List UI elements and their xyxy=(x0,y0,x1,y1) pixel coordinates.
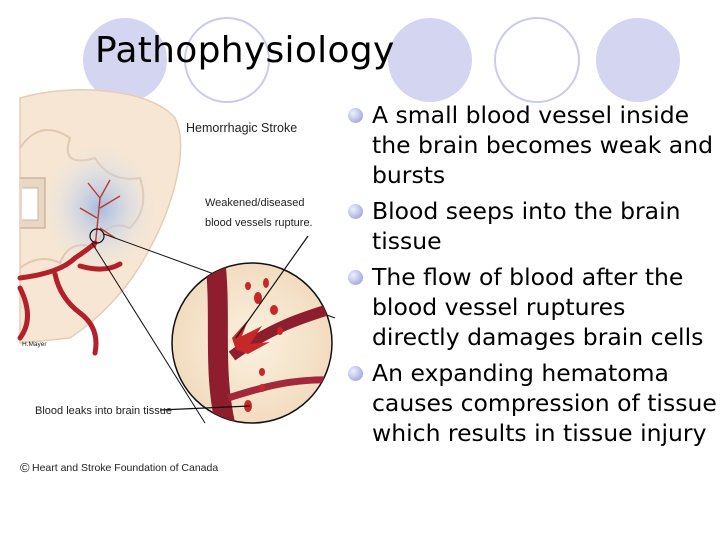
cerebral-artery xyxy=(17,240,123,356)
deco-circle xyxy=(83,18,167,102)
figure-artist-credit: H.Mayer xyxy=(22,341,47,348)
brain-cross-section xyxy=(17,89,182,356)
bullet-item: The flow of blood after the blood vessel… xyxy=(346,262,720,352)
bullet-text: The flow of blood after the blood vessel… xyxy=(372,263,704,351)
bullet-item: An expanding hematoma causes compression… xyxy=(346,358,720,448)
deco-circle xyxy=(388,18,472,102)
rupture-burst xyxy=(232,320,270,354)
bullet-list: A small blood vessel inside the brain be… xyxy=(346,100,720,454)
figure-label-weakened-line1: Weakened/diseased xyxy=(205,197,304,209)
bullet-icon xyxy=(348,270,363,285)
blood-droplets xyxy=(244,278,283,412)
rupture-marker xyxy=(89,228,105,244)
bullet-item: A small blood vessel inside the brain be… xyxy=(346,100,720,190)
figure-label-weakened-line2: blood vessels rupture. xyxy=(205,217,313,229)
bullet-icon xyxy=(348,108,363,123)
bullet-text: A small blood vessel inside the brain be… xyxy=(372,101,714,189)
decorative-circles xyxy=(83,17,680,103)
copyright-symbol: © xyxy=(20,460,30,475)
zoomed-vessel-view xyxy=(171,262,333,424)
figure-label-hemorrhagic-stroke: Hemorrhagic Stroke xyxy=(186,121,297,135)
bullet-text: Blood seeps into the brain tissue xyxy=(372,197,681,255)
bullet-item: Blood seeps into the brain tissue xyxy=(346,196,720,256)
figure-label-blood-leaks: Blood leaks into brain tissue xyxy=(35,405,172,417)
figure-copyright: Heart and Stroke Foundation of Canada xyxy=(32,462,218,474)
hemorrhagic-stroke-illustration: Hemorrhagic Stroke Weakened/diseased blo… xyxy=(17,89,336,475)
bullet-icon xyxy=(348,204,363,219)
bullet-text: An expanding hematoma causes compression… xyxy=(372,359,717,447)
ruptured-vessels xyxy=(79,179,121,249)
deco-circle xyxy=(494,17,580,103)
slide-title: Pathophysiology xyxy=(95,30,395,71)
deco-circle xyxy=(184,17,270,103)
bullet-icon xyxy=(348,366,363,381)
deco-circle xyxy=(596,18,680,102)
